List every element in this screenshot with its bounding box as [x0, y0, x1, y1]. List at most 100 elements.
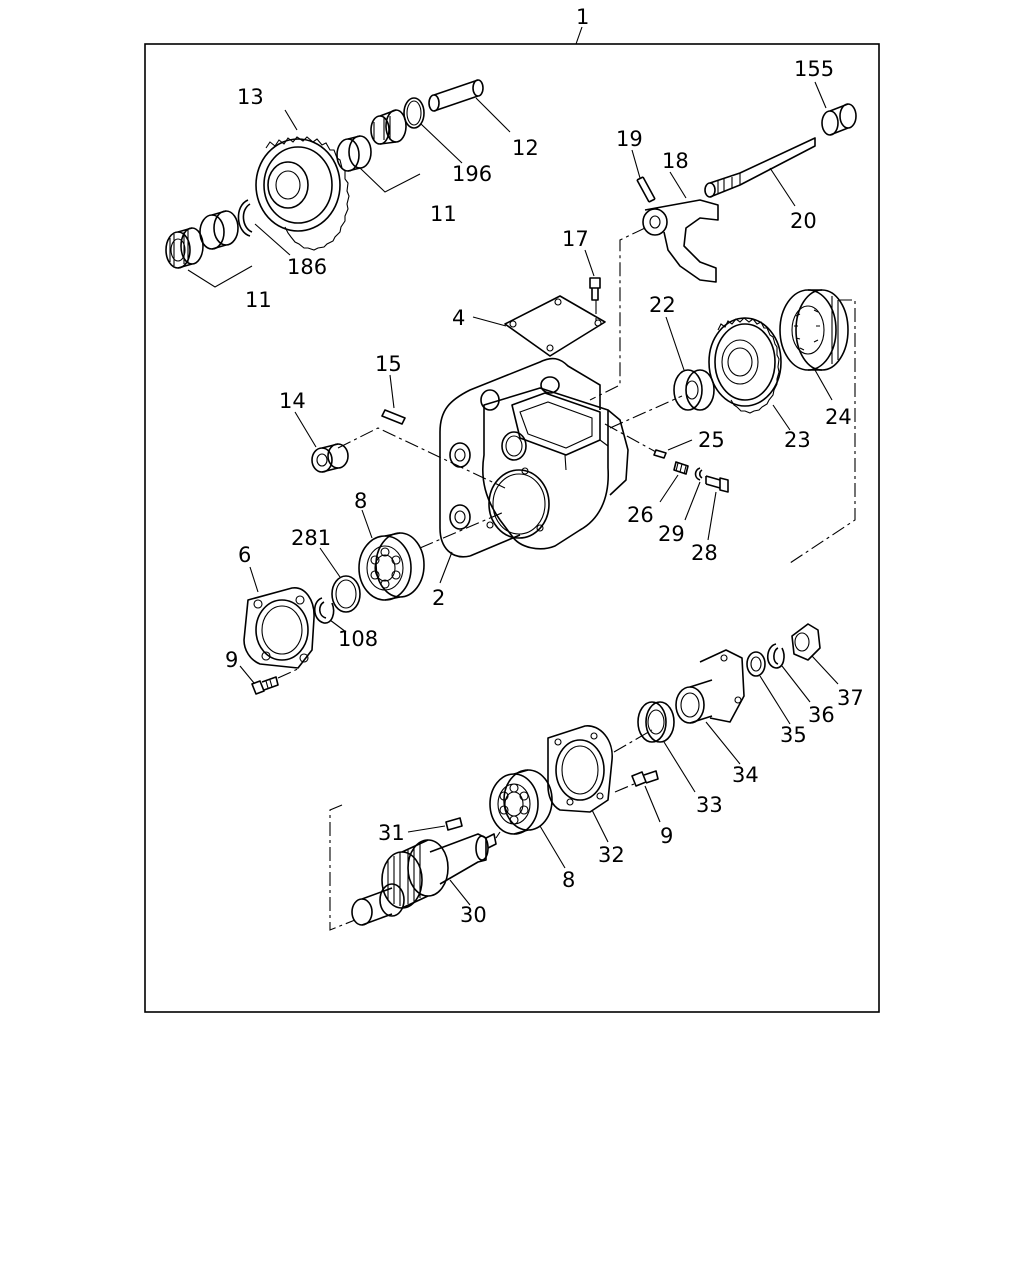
callout-14: 14 [279, 389, 306, 413]
axis-22 [609, 395, 683, 429]
leader-17 [584, 249, 595, 277]
leader-281 [319, 547, 341, 578]
part-25-pin [653, 449, 667, 459]
callout-30: 30 [460, 903, 487, 927]
leader-30 [449, 879, 471, 906]
leader-34 [705, 721, 741, 765]
leader-12 [475, 97, 511, 133]
callout-23: 23 [784, 428, 811, 452]
leader-1 [575, 26, 583, 45]
part-35-washer [746, 651, 766, 677]
callout-281: 281 [291, 526, 331, 550]
callout-34: 34 [732, 763, 759, 787]
part-6-bearing-cover [243, 587, 315, 669]
callout-108: 108 [338, 627, 378, 651]
callout-24: 24 [825, 405, 852, 429]
part-20-shift-rod [704, 137, 816, 198]
leader-15 [389, 374, 395, 409]
callout-15: 15 [375, 352, 402, 376]
callout-11-upper: 11 [430, 202, 457, 226]
leader-2 [439, 551, 453, 584]
leader-11-lower [187, 265, 253, 288]
leader-37 [811, 655, 839, 685]
leader-18 [669, 171, 687, 199]
callout-9-upper: 9 [225, 648, 238, 672]
axis-33 [613, 729, 653, 753]
part-33-oil-seal [637, 701, 675, 743]
part-2-housing [439, 357, 629, 558]
part-196-ring [403, 97, 425, 129]
part-8-bearing-lower [489, 769, 553, 835]
callout-17: 17 [562, 227, 589, 251]
callout-35: 35 [780, 723, 807, 747]
axis-fork [589, 227, 646, 401]
leader-19 [631, 149, 641, 179]
part-281-ring [331, 575, 361, 613]
leader-9-lower [644, 785, 661, 823]
callout-37: 37 [837, 686, 864, 710]
callout-20: 20 [790, 209, 817, 233]
part-15-pin [381, 409, 406, 425]
axis-right [789, 299, 856, 564]
leader-4 [472, 316, 507, 327]
callout-12: 12 [512, 136, 539, 160]
part-29-washer [694, 467, 703, 481]
callout-8-upper: 8 [354, 489, 367, 513]
leader-108 [329, 619, 347, 633]
part-155-bushing [821, 103, 857, 136]
leader-155 [814, 81, 827, 109]
leader-196 [420, 123, 463, 164]
axis-shaft [495, 831, 501, 839]
leader-13 [284, 109, 298, 131]
leader-20 [769, 167, 796, 207]
assembly-frame [144, 43, 880, 1013]
callout-25: 25 [698, 428, 725, 452]
part-11-bearing-lower [165, 210, 239, 269]
leader-26 [659, 474, 679, 503]
axis-9-lower [614, 783, 635, 793]
part-12-pin [428, 79, 484, 112]
callout-26: 26 [627, 503, 654, 527]
callout-22: 22 [649, 293, 676, 317]
part-8-bearing-upper [358, 532, 425, 601]
callout-31: 31 [378, 821, 405, 845]
part-19-roll-pin [636, 176, 656, 203]
leader-23 [772, 404, 791, 431]
callout-28: 28 [691, 541, 718, 565]
part-22-thrust-washer [673, 369, 715, 411]
leader-31 [407, 825, 446, 833]
part-9-bolt-upper [251, 676, 279, 695]
axis-9-upper [277, 667, 301, 679]
leader-33 [663, 741, 696, 793]
part-17-bolt [589, 277, 601, 301]
callout-1: 1 [576, 5, 589, 29]
leader-22 [665, 316, 685, 371]
callout-6: 6 [238, 543, 251, 567]
part-31-key [445, 817, 463, 831]
part-23-gear [708, 317, 782, 414]
part-32-retainer [547, 725, 613, 813]
part-14-bushing [311, 443, 349, 473]
callout-29: 29 [658, 522, 685, 546]
leader-29 [684, 481, 701, 521]
part-24-sleeve [779, 289, 849, 371]
leader-14 [294, 411, 317, 448]
leader-24 [814, 369, 833, 401]
part-26-spring [673, 461, 689, 475]
callout-36: 36 [808, 703, 835, 727]
part-18-shift-fork [642, 199, 719, 283]
callout-2: 2 [432, 586, 445, 610]
callout-9-lower: 9 [660, 824, 673, 848]
part-37-nut [791, 623, 821, 661]
leader-9-upper [239, 665, 255, 684]
axis-8-upper [419, 511, 505, 549]
leader-25 [667, 439, 693, 451]
part-9-bolt-lower [631, 770, 659, 787]
leader-11-upper [359, 167, 421, 193]
callout-18: 18 [662, 149, 689, 173]
part-34-flange [675, 649, 745, 724]
part-4-cover-plate [504, 295, 606, 357]
part-30-shaft [351, 833, 497, 926]
